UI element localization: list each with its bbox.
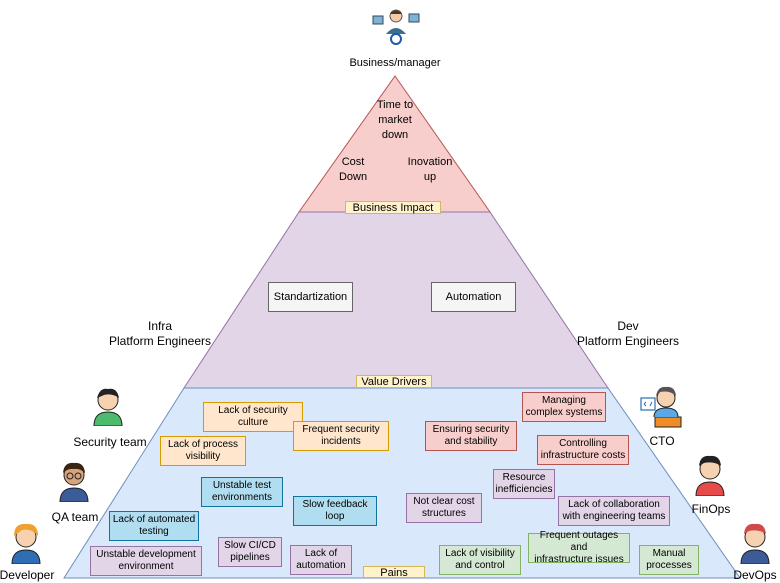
driver-automation[interactable]: Automation [431, 282, 516, 312]
qa-team-icon [58, 460, 90, 503]
devops-icon [740, 520, 770, 565]
pain-lack-of-security-culture[interactable]: Lack of security culture [203, 402, 303, 432]
pain-lack-of-process-visibility[interactable]: Lack of process visibility [160, 436, 246, 466]
pain-ensuring-security-and-stability[interactable]: Ensuring security and stability [425, 421, 517, 451]
cto-icon [640, 384, 682, 428]
infra-platform-engineers-label: Infra Platform Engineers [108, 319, 212, 348]
pain-unstable-development-environment[interactable]: Unstable development environment [90, 546, 202, 576]
pain-slow-ci-cd-pipelines[interactable]: Slow CI/CD pipelines [218, 537, 282, 567]
pain-controlling-infrastructure-costs[interactable]: Controlling infrastructure costs [537, 435, 629, 465]
cto-label: CTO [649, 434, 675, 448]
driver-standartization[interactable]: Standartization [268, 282, 353, 312]
pain-not-clear-cost-structures[interactable]: Not clear cost structures [406, 493, 482, 523]
pain-manual-processes[interactable]: Manual processes [639, 545, 699, 575]
finops-icon [694, 452, 726, 497]
impact-innovation-up: Inovation up [407, 156, 453, 183]
security-team-label: Security team [73, 435, 147, 449]
value-drivers-label: Value Drivers [356, 375, 432, 388]
pain-slow-feedback-loop[interactable]: Slow feedback loop [293, 496, 377, 526]
business-manager-label: Business/manager [349, 57, 441, 69]
pyramid-middle-layer[interactable] [183, 211, 609, 389]
business-impact-label: Business Impact [345, 201, 441, 214]
pain-lack-of-collaboration[interactable]: Lack of collaboration with engineering t… [558, 496, 670, 526]
pain-unstable-test-environments[interactable]: Unstable test environments [201, 477, 283, 507]
pain-frequent-outages[interactable]: Frequent outages and infrastructure issu… [528, 530, 630, 565]
qa-team-label: QA team [51, 510, 99, 524]
finops-label: FinOps [691, 502, 731, 516]
devops-label: DevOps [733, 568, 777, 582]
pain-managing-complex-systems[interactable]: Managing complex systems [522, 392, 606, 422]
impact-cost-down: Cost Down [338, 156, 368, 183]
pain-frequent-security-incidents[interactable]: Frequent security incidents [293, 421, 389, 451]
pain-lack-of-visibility-and-control[interactable]: Lack of visibility and control [439, 545, 521, 575]
pain-lack-of-automation[interactable]: Lack of automation [290, 545, 352, 575]
developer-icon [10, 520, 42, 565]
impact-time-to-market: Time to market down [376, 99, 414, 141]
pain-resource-inefficiencies[interactable]: Resource inefficiencies [493, 469, 555, 499]
business-manager-icon [372, 8, 420, 46]
developer-label: Developer [0, 568, 55, 582]
security-team-icon [92, 386, 124, 427]
pyramid-top-layer[interactable] [298, 75, 491, 213]
pain-lack-of-automated-testing[interactable]: Lack of automated testing [109, 511, 199, 541]
pains-label: Pains [363, 566, 425, 579]
dev-platform-engineers-label: Dev Platform Engineers [576, 319, 680, 348]
